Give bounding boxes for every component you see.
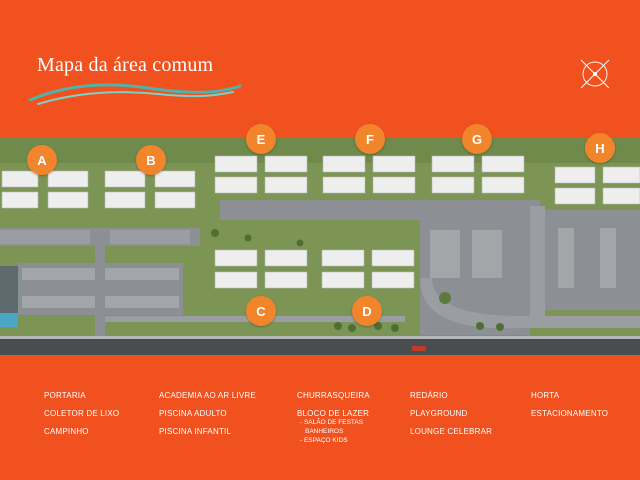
legend-banheiros: BANHEIROS (305, 428, 344, 435)
legend-piscina-infantil: PISCINA INFANTIL (159, 427, 232, 436)
legend-coletor-de-lixo: COLETOR DE LIXO (44, 409, 120, 418)
building-marker-d[interactable]: D (352, 296, 382, 326)
building-marker-c[interactable]: C (246, 296, 276, 326)
site-plan-drawing (0, 138, 640, 355)
legend-lounge-celebrar: LOUNGE CELEBRAR (410, 427, 493, 436)
legend-bloco-de-lazer: BLOCO DE LAZER (297, 409, 370, 418)
legend-playground: PLAYGROUND (410, 409, 468, 418)
legend-academia: ACADEMIA AO AR LIVRE (159, 391, 256, 400)
legend-campinho: CAMPINHO (44, 427, 89, 436)
building-marker-e[interactable]: E (246, 124, 276, 154)
legend-redario: REDÁRIO (410, 391, 448, 400)
building-marker-b[interactable]: B (136, 145, 166, 175)
legend-estacionamento: ESTACIONAMENTO (531, 409, 609, 418)
legend-espaco-kids: - ESPAÇO KIDS (300, 437, 348, 444)
legend-horta: HORTA (531, 391, 560, 400)
main-street (0, 338, 640, 355)
site-map (0, 138, 640, 355)
building-marker-g[interactable]: G (462, 124, 492, 154)
wave-icon (28, 83, 242, 105)
legend-churrasqueira: CHURRASQUEIRA (297, 391, 370, 400)
pool (0, 313, 18, 327)
building-marker-a[interactable]: A (27, 145, 57, 175)
compass-icon (580, 59, 610, 89)
legend-piscina-adulto: PISCINA ADULTO (159, 409, 227, 418)
building-marker-f[interactable]: F (355, 124, 385, 154)
legend-portaria: PORTARIA (44, 391, 86, 400)
building-marker-h[interactable]: H (585, 133, 615, 163)
legend-salao-de-festas: - SALÃO DE FESTAS (300, 419, 364, 426)
page-title: Mapa da área comum (37, 54, 214, 76)
